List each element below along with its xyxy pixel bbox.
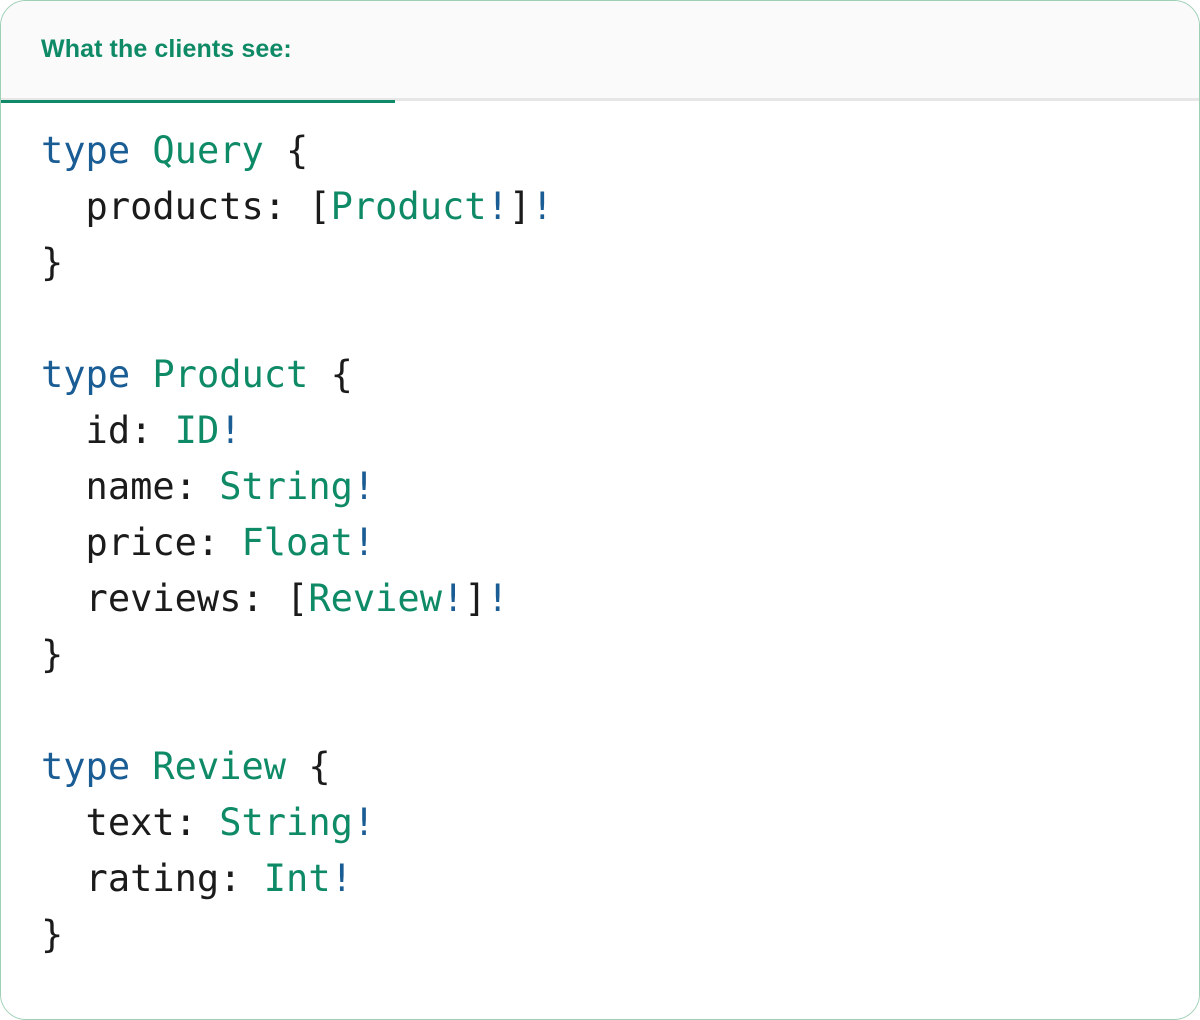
code-token-punctuation: { xyxy=(286,745,331,788)
code-token-non-null: ! xyxy=(486,185,509,228)
code-token-punctuation: : xyxy=(174,465,220,508)
code-token-non-null: ! xyxy=(531,185,554,228)
code-token-type: Int xyxy=(263,857,331,900)
code-line xyxy=(41,291,1199,347)
code-token-type: Float xyxy=(241,521,353,564)
code-token-punctuation: : xyxy=(174,801,220,844)
code-token-non-null: ! xyxy=(330,857,353,900)
code-token-field: rating xyxy=(41,857,220,900)
code-token-type: Review xyxy=(308,577,442,620)
code-token-non-null: ! xyxy=(486,577,509,620)
code-token-non-null: ! xyxy=(352,801,376,844)
code-line: type Product { xyxy=(41,347,1199,403)
code-panel: type Query { products: [Product!]!} type… xyxy=(1,101,1199,1018)
code-token-punctuation: : xyxy=(130,409,175,452)
code-token-punctuation: } xyxy=(41,913,64,956)
code-line: name: String! xyxy=(41,459,1199,515)
code-token-type: Review xyxy=(152,745,287,788)
code-token-punctuation: } xyxy=(41,633,64,676)
code-token-type: Product xyxy=(152,353,309,396)
code-line: } xyxy=(41,235,1199,291)
code-token-punctuation: : xyxy=(219,857,264,900)
code-token-non-null: ! xyxy=(441,577,465,620)
code-token-field: name xyxy=(41,465,175,508)
code-token-punctuation: : [ xyxy=(263,185,331,228)
tab-what-the-clients-see[interactable]: What the clients see: xyxy=(1,1,395,103)
code-token-punctuation: { xyxy=(308,353,353,396)
code-token-non-null: ! xyxy=(352,465,376,508)
code-line: products: [Product!]! xyxy=(41,179,1199,235)
code-token-punctuation: ] xyxy=(464,577,487,620)
code-token-field: reviews xyxy=(41,577,242,620)
code-token-punctuation xyxy=(130,745,152,788)
code-line: reviews: [Review!]! xyxy=(41,571,1199,627)
code-token-punctuation: ] xyxy=(508,185,532,228)
code-token-non-null: ! xyxy=(219,409,242,452)
code-line: type Query { xyxy=(41,123,1199,179)
code-line: id: ID! xyxy=(41,403,1199,459)
code-token-punctuation xyxy=(130,353,152,396)
tab-bar: What the clients see: xyxy=(1,1,1199,103)
code-token-punctuation: } xyxy=(41,241,64,284)
code-token-punctuation xyxy=(130,129,152,172)
code-token-field: id xyxy=(41,409,131,452)
code-token-field: price xyxy=(41,521,197,564)
code-line: } xyxy=(41,907,1199,963)
code-line: price: Float! xyxy=(41,515,1199,571)
code-token-punctuation: : [ xyxy=(241,577,309,620)
code-token-type: ID xyxy=(174,409,220,452)
code-token-punctuation: { xyxy=(263,129,309,172)
tab-active-underline xyxy=(1,99,395,103)
code-token-type: String xyxy=(219,801,353,844)
code-line: } xyxy=(41,627,1199,683)
code-token-type: Query xyxy=(152,129,264,172)
code-line: text: String! xyxy=(41,795,1199,851)
graphql-schema-code: type Query { products: [Product!]!} type… xyxy=(1,123,1199,963)
code-token-type: String xyxy=(219,465,353,508)
code-line: rating: Int! xyxy=(41,851,1199,907)
code-token-keyword: type xyxy=(41,745,131,788)
code-line: type Review { xyxy=(41,739,1199,795)
code-token-field: products xyxy=(41,185,264,228)
code-token-non-null: ! xyxy=(352,521,376,564)
code-token-type: Product xyxy=(330,185,487,228)
code-line xyxy=(41,683,1199,739)
tab-label: What the clients see: xyxy=(41,35,292,63)
code-token-field: text xyxy=(41,801,175,844)
code-token-keyword: type xyxy=(41,353,131,396)
code-token-keyword: type xyxy=(41,129,131,172)
code-token-punctuation: : xyxy=(196,521,242,564)
